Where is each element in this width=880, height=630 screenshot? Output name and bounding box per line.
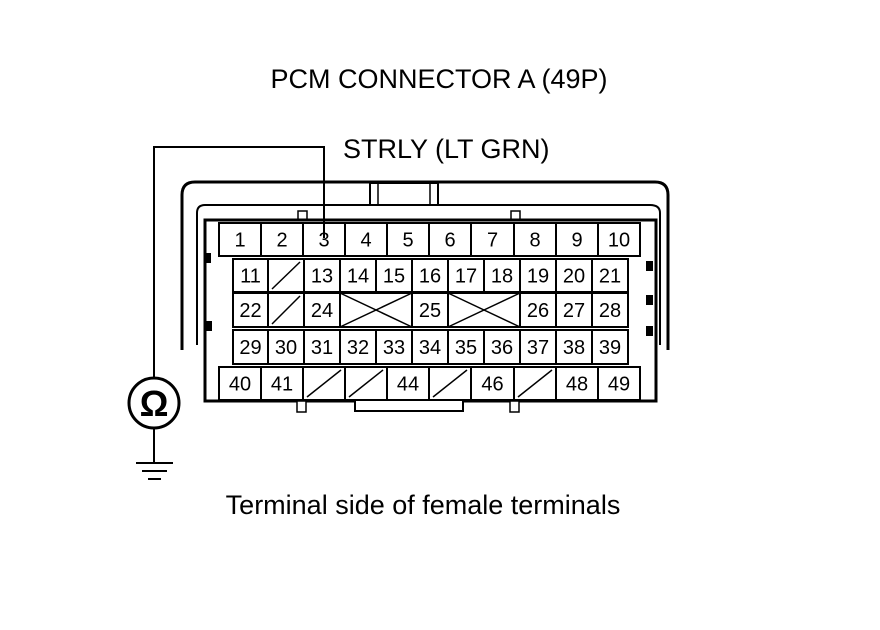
terminal-number: 7 <box>487 230 498 252</box>
probe-wire <box>153 146 325 382</box>
terminal-cell <box>591 329 629 365</box>
ohm-icon: Ω <box>140 383 169 424</box>
terminal-number: 11 <box>240 266 261 288</box>
terminal-number: 26 <box>527 300 549 322</box>
terminal-number: 20 <box>563 266 585 288</box>
terminal-cell <box>519 292 557 328</box>
terminal-number: 32 <box>347 337 369 359</box>
terminal-number: 15 <box>383 266 405 288</box>
connector-title: PCM CONNECTOR A (49P) <box>270 64 608 94</box>
terminal-number: 34 <box>419 337 441 359</box>
terminal-cell <box>303 329 341 365</box>
terminal-number: 41 <box>271 374 293 396</box>
terminal-number: 46 <box>481 374 503 396</box>
locator-nub <box>509 400 520 413</box>
terminal-number: 5 <box>402 230 413 252</box>
terminal-number: 36 <box>491 337 513 359</box>
terminal-cell <box>519 329 557 365</box>
terminal-cell <box>339 329 377 365</box>
terminal-cell <box>555 258 593 293</box>
terminal-number: 40 <box>229 374 251 396</box>
terminal-number: 48 <box>566 374 588 396</box>
terminal-number: 17 <box>455 266 477 288</box>
blank-slash <box>348 369 384 398</box>
terminal-number: 30 <box>275 337 297 359</box>
terminal-number: 3 <box>318 230 329 252</box>
terminal-cell <box>339 258 377 293</box>
terminal-number: 25 <box>419 300 441 322</box>
terminal-cell <box>411 292 449 328</box>
terminal-number: 22 <box>239 300 261 322</box>
blank-cross <box>339 292 413 328</box>
blank-slash <box>517 369 553 398</box>
terminal-number: 13 <box>311 266 333 288</box>
terminal-cell <box>386 366 430 401</box>
blank-slash <box>271 261 301 290</box>
blank-slash <box>306 369 342 398</box>
terminal-cell <box>218 222 262 257</box>
terminal-number: 21 <box>599 266 621 288</box>
terminal-number: 16 <box>419 266 441 288</box>
terminal-cell <box>260 222 304 257</box>
locator-nub <box>296 400 307 413</box>
terminal-number: 8 <box>529 230 540 252</box>
terminal-number: 27 <box>563 300 585 322</box>
lock-tab <box>369 182 439 206</box>
terminal-cell <box>232 292 269 328</box>
blank-slash <box>271 295 301 325</box>
terminal-number: 31 <box>311 337 333 359</box>
terminal-cell <box>483 329 521 365</box>
ground-icon <box>136 462 173 480</box>
bottom-key <box>354 401 464 412</box>
terminal-number: 29 <box>239 337 261 359</box>
terminal-cell <box>591 292 629 328</box>
terminal-number: 24 <box>311 300 333 322</box>
terminal-number: 28 <box>599 300 621 322</box>
terminal-cell <box>555 329 593 365</box>
terminal-number: 14 <box>347 266 369 288</box>
terminal-cell <box>591 258 629 293</box>
terminal-cell <box>375 258 413 293</box>
terminal-number: 6 <box>444 230 455 252</box>
terminal-number: 9 <box>571 230 582 252</box>
terminal-number: 37 <box>527 337 549 359</box>
footer-caption: Terminal side of female terminals <box>225 490 621 520</box>
terminal-number: 1 <box>234 230 245 252</box>
terminal-cell <box>597 222 641 257</box>
terminal-number: 4 <box>360 230 371 252</box>
blank-cross <box>447 292 521 328</box>
terminal-number: 33 <box>383 337 405 359</box>
terminal-number: 10 <box>608 230 630 252</box>
terminal-cell <box>411 329 449 365</box>
terminal-number: 2 <box>276 230 287 252</box>
blank-slash <box>432 369 468 398</box>
terminal-cell <box>597 366 641 401</box>
terminal-number: 44 <box>397 374 419 396</box>
terminal-number: 18 <box>491 266 513 288</box>
terminal-number: 49 <box>608 374 630 396</box>
terminal-number: 39 <box>599 337 621 359</box>
terminal-number: 35 <box>455 337 477 359</box>
terminal-number: 38 <box>563 337 585 359</box>
terminal-cell <box>513 222 557 257</box>
terminal-cell <box>260 366 304 401</box>
terminal-number: 19 <box>527 266 549 288</box>
wire-label: STRLY (LT GRN) <box>343 134 550 164</box>
terminal-cell <box>375 329 413 365</box>
